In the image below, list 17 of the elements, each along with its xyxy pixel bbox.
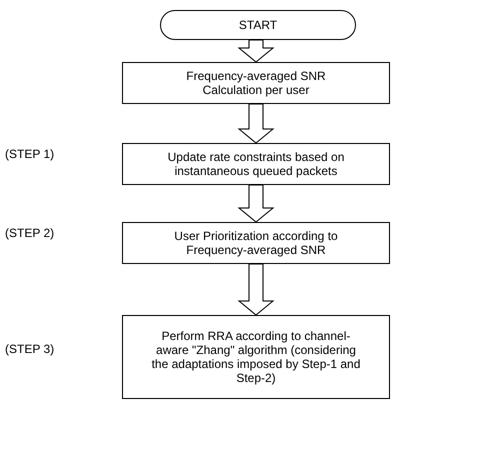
terminal-box — [160, 10, 356, 40]
box-text: Frequency-averaged SNR Calculation per user — [185, 69, 327, 97]
block-arrow — [238, 40, 274, 63]
step-label: (STEP 3) — [5, 342, 54, 356]
process-box — [122, 222, 390, 264]
process-box — [122, 62, 390, 104]
step-label: (STEP 1) — [5, 147, 54, 161]
process-box — [122, 143, 390, 185]
step-label: (STEP 2) — [5, 226, 54, 240]
box-text: Perform RRA according to channel-aware "Zhang" algorithm (considering the adaptations imposed by Step-1 and Step-2) — [150, 329, 362, 385]
block-arrow — [238, 184, 274, 223]
process-box — [122, 315, 390, 399]
box-text: START — [238, 18, 278, 32]
box-text: User Prioritization according to Frequency-averaged SNR — [173, 229, 339, 257]
block-arrow — [238, 264, 274, 316]
block-arrow — [238, 104, 274, 144]
box-text: Update rate constraints based on instantaneous queued packets — [166, 150, 346, 178]
